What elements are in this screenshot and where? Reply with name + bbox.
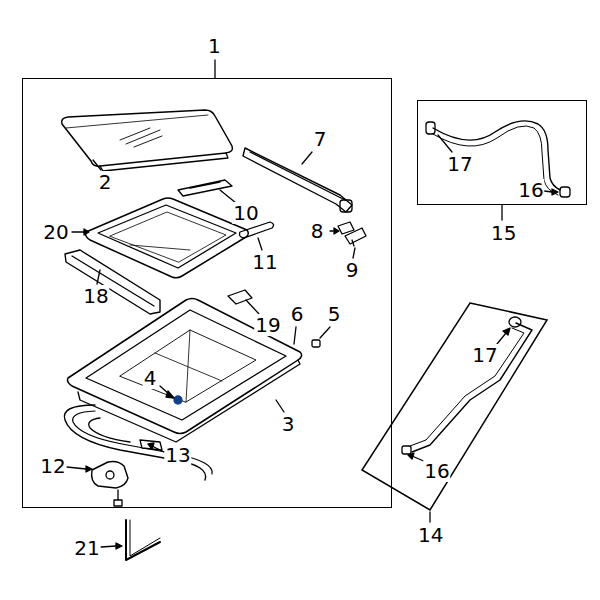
callout-number: 20 xyxy=(42,221,69,243)
callout-number: 5 xyxy=(327,303,342,325)
callout-number: 17 xyxy=(446,153,473,175)
callout-number: 4 xyxy=(143,367,158,389)
callout-number: 12 xyxy=(39,455,66,477)
kit-parallelogram: 14 xyxy=(357,300,593,514)
callout-number: 11 xyxy=(251,251,278,273)
leader-lines xyxy=(67,135,558,549)
callout-number: 13 xyxy=(164,444,191,466)
callout-number: 1 xyxy=(208,35,221,57)
callout-number: 6 xyxy=(290,303,305,325)
callout-number: 7 xyxy=(313,128,328,150)
callout-number: 16 xyxy=(423,460,450,482)
callout-number: 14 xyxy=(418,524,443,546)
parallelogram-outline xyxy=(357,300,593,514)
callout-number: 2 xyxy=(98,171,113,193)
kit-box: 15 xyxy=(417,100,587,205)
callout-number: 10 xyxy=(232,202,259,224)
callout-number: 9 xyxy=(345,259,360,281)
callout-number: 8 xyxy=(310,220,325,242)
callout-number: 16 xyxy=(517,179,544,201)
callout-number: 3 xyxy=(281,413,296,435)
assembly-box: 1 xyxy=(22,78,392,508)
callout-number: 19 xyxy=(254,314,281,336)
callout-number: 15 xyxy=(491,222,516,244)
callout-number: 18 xyxy=(82,285,109,307)
callout-number: 17 xyxy=(471,344,498,366)
callout-number: 21 xyxy=(73,537,100,559)
